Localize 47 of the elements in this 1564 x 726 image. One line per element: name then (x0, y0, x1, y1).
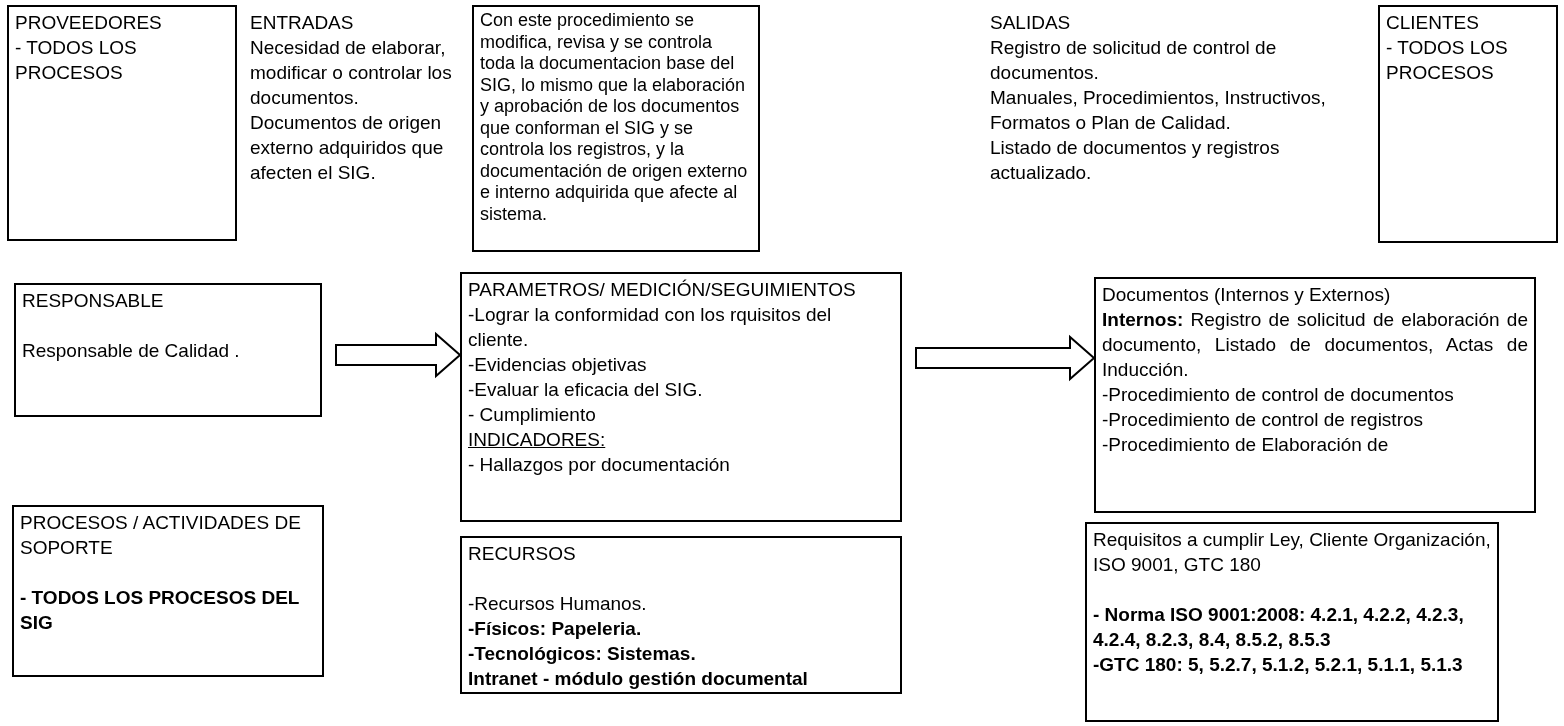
box-text: -Evidencias objetivas (468, 353, 648, 377)
text-box (472, 5, 760, 252)
box-heading: Requisitos a cumplir Ley, Cliente Organización, ISO 9001, GTC 180 (1093, 528, 1491, 577)
box-heading: RECURSOS (468, 542, 577, 566)
column-text: Documentos de origen externo adquiridos que afecten el SIG. (250, 111, 445, 185)
text-box (12, 505, 324, 677)
box-text: Intranet - módulo gestión documental (468, 667, 809, 691)
text-box (1085, 522, 1499, 722)
box-text: -Evaluar la eficacia del SIG. (468, 378, 704, 402)
text-box (1094, 277, 1536, 513)
box-text: Con este procedimiento se modifica, revisa y se controla toda la documentacion base del SIG, lo mismo que la elaboración y aprobación de los documentos que conforman el SIG y se controla los registros, y la documentación de origen externo e interno adquirida que afecte al sistema. (480, 10, 749, 225)
box-text: Internos: Registro de solicitud de elaboración de documento, Listado de documentos, Actas de Inducción. (1102, 308, 1528, 382)
box-heading: PROVEEDORES (15, 11, 163, 35)
box-text: -Procedimiento de control de documentos (1102, 383, 1455, 407)
box-heading: Documentos (Internos y Externos) (1102, 283, 1392, 307)
box-text: -Recursos Humanos. (468, 592, 648, 616)
box-text: -Tecnológicos: Sistemas. (468, 642, 697, 666)
box-text: - TODOS LOS PROCESOS (1386, 36, 1509, 85)
box-text: -Lograr la conformidad con los rquisitos del cliente. (468, 303, 833, 352)
text-box (14, 283, 322, 417)
column-text: Necesidad de elaborar, modificar o controlar los documentos. (250, 36, 453, 110)
box-text: - TODOS LOS PROCESOS DEL SIG (20, 586, 301, 635)
box-heading: RESPONSABLE (22, 289, 165, 313)
text-box (1378, 5, 1558, 243)
column-text: Manuales, Procedimientos, Instructivos, Formatos o Plan de Calidad. (990, 86, 1327, 135)
box-heading: PROCESOS / ACTIVIDADES DE SOPORTE (20, 511, 302, 560)
column-text: Listado de documentos y registros actualizado. (990, 136, 1281, 185)
box-text: -Procedimiento de control de registros (1102, 408, 1425, 432)
text-box (460, 536, 902, 694)
text-box (460, 272, 902, 522)
box-heading: PARAMETROS/ MEDICIÓN/SEGUIMIENTOS (468, 278, 857, 302)
box-text: -Procedimiento de Elaboración de (1102, 433, 1390, 457)
block-arrow (335, 331, 462, 379)
block-arrow (915, 334, 1096, 382)
box-text: INDICADORES: (468, 428, 607, 452)
box-text: - Cumplimiento (468, 403, 597, 427)
column-heading: ENTRADAS (250, 11, 355, 35)
column-text: Registro de solicitud de control de documentos. (990, 36, 1278, 85)
box-heading: CLIENTES (1386, 11, 1480, 35)
box-text: Responsable de Calidad . (22, 339, 241, 363)
box-text: - TODOS LOS PROCESOS (15, 36, 138, 85)
box-text: - Norma ISO 9001:2008: 4.2.1, 4.2.2, 4.2.3, 4.2.4, 8.2.3, 8.4, 8.5.2, 8.5.3 (1093, 603, 1465, 652)
column-heading: SALIDAS (990, 11, 1072, 35)
box-text: -GTC 180: 5, 5.2.7, 5.1.2, 5.2.1, 5.1.1, 5.1.3 (1093, 653, 1464, 677)
box-text: -Físicos: Papeleria. (468, 617, 643, 641)
box-text: - Hallazgos por documentación (468, 453, 731, 477)
text-box (7, 5, 237, 241)
